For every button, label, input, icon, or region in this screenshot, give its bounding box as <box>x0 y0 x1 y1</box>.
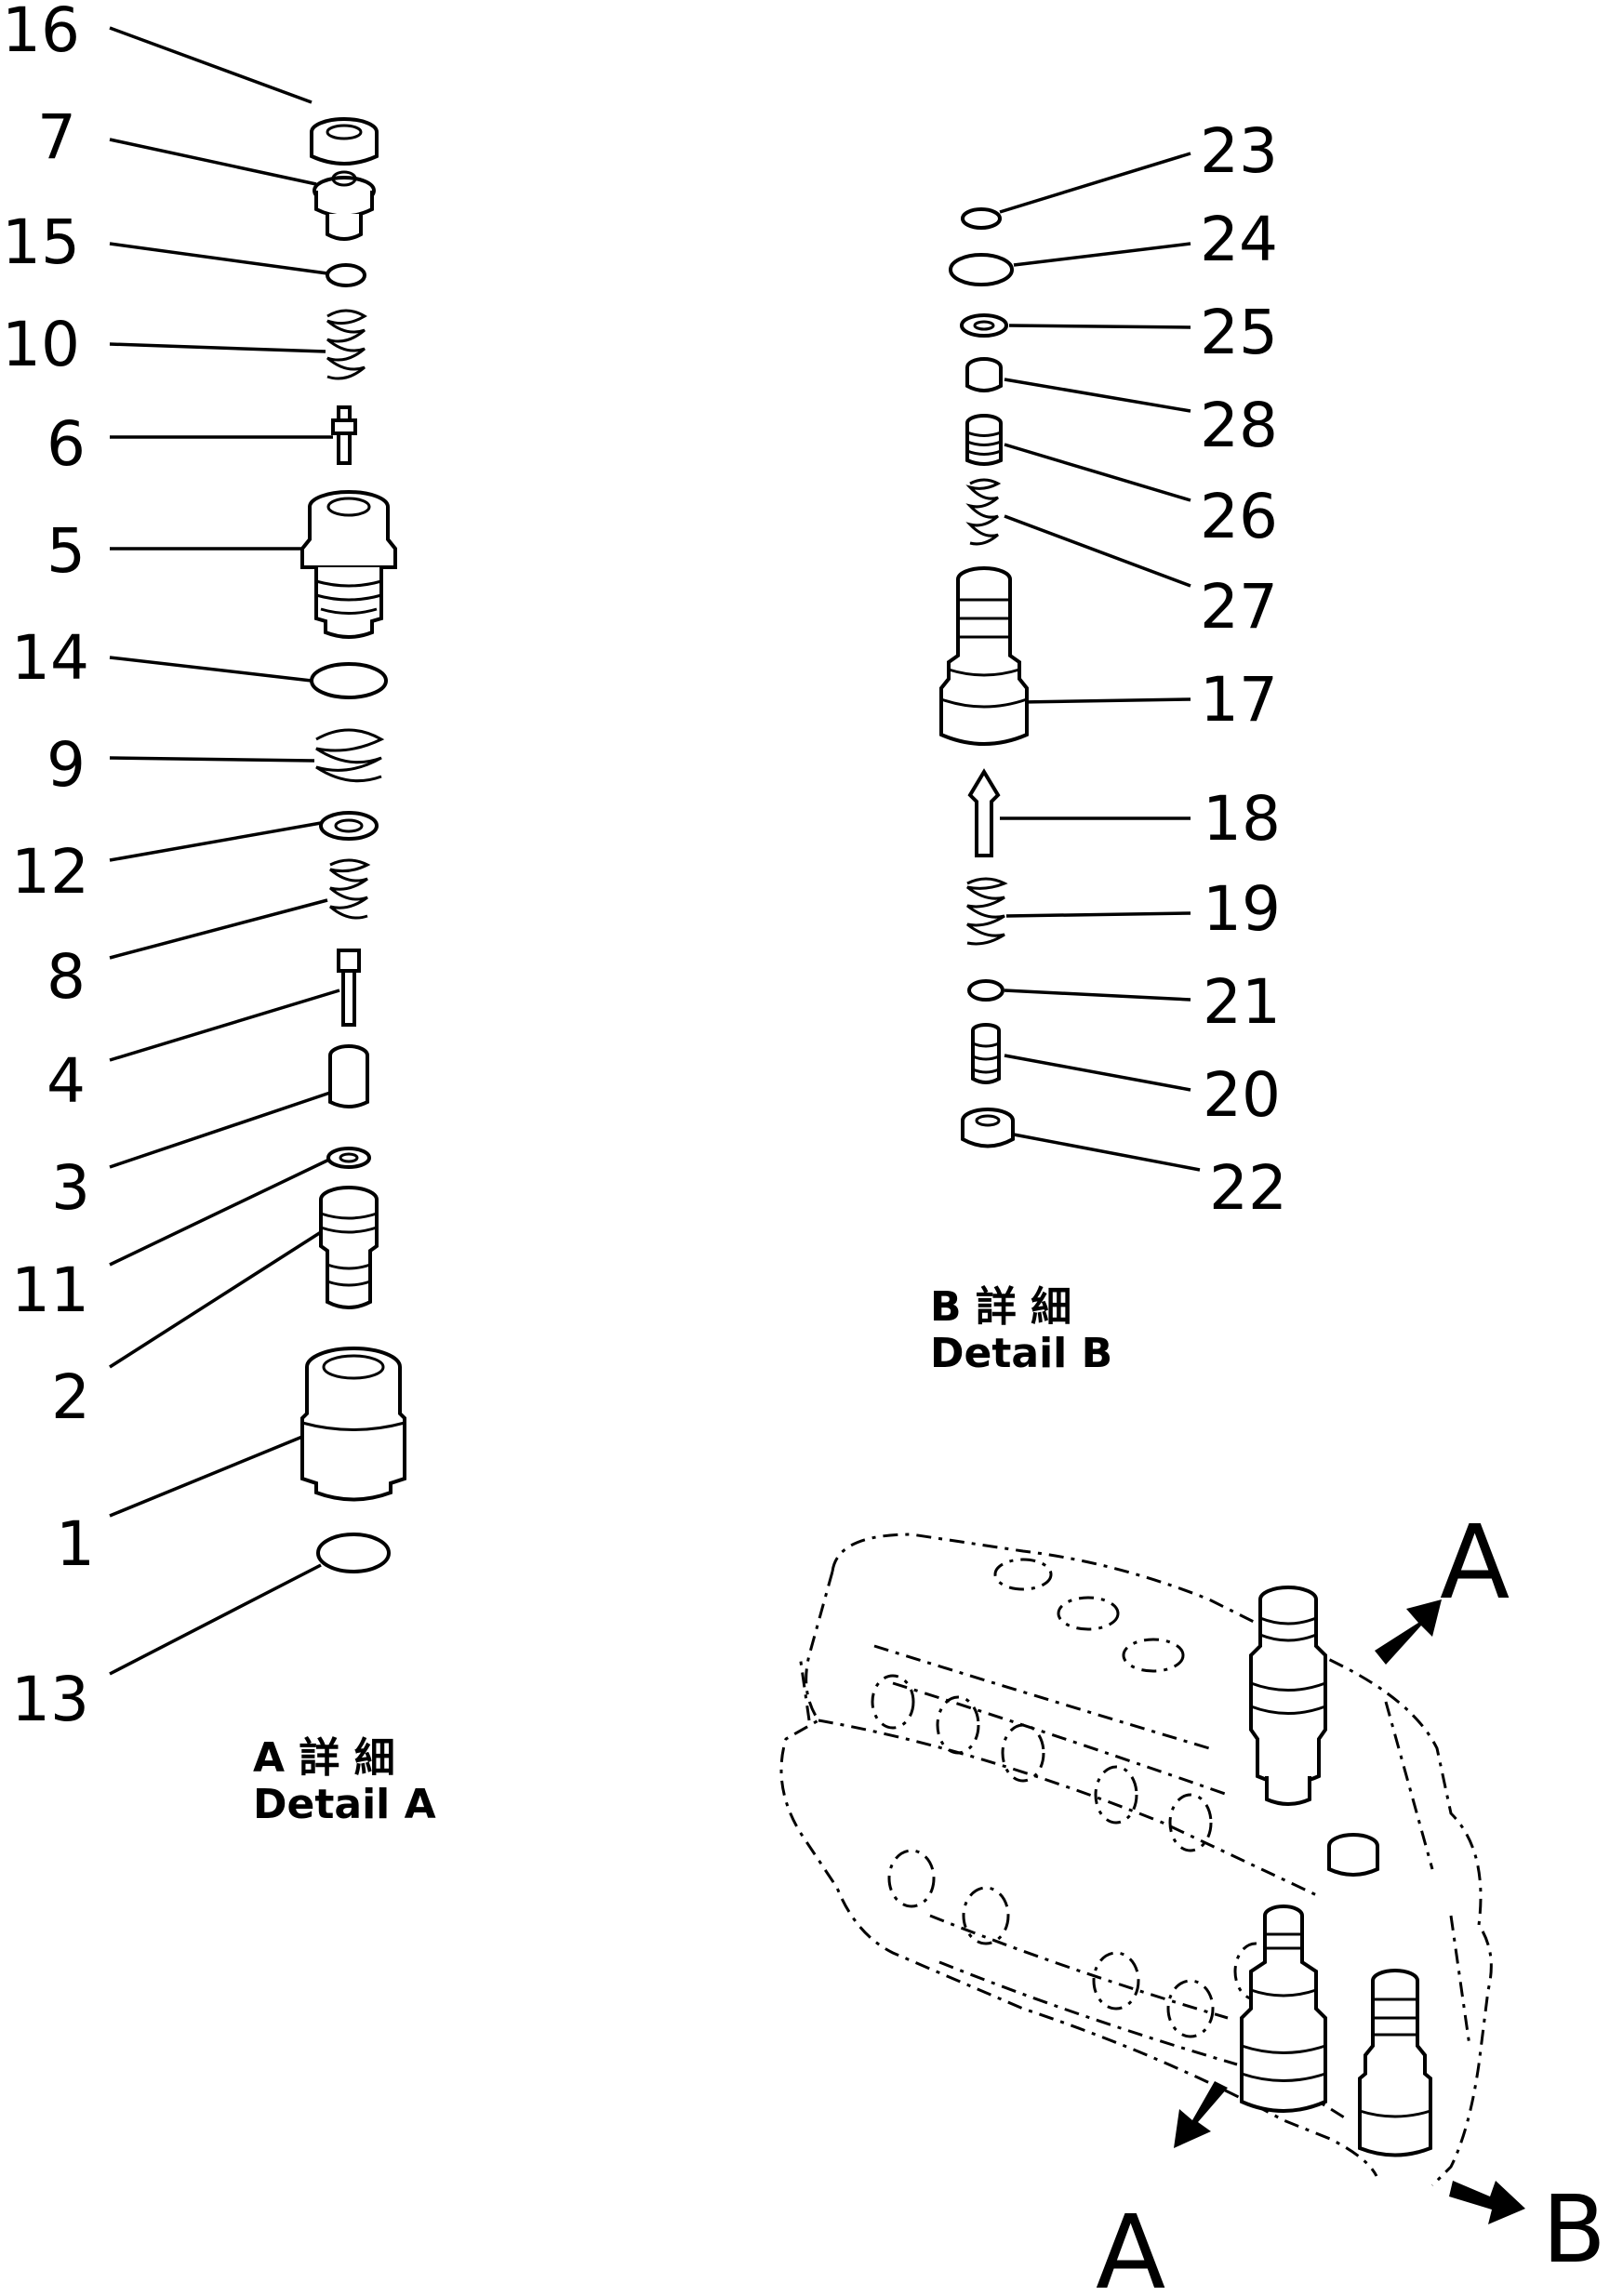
part-a-7: 7 <box>37 101 376 241</box>
part-b-18: 18 <box>967 768 1281 857</box>
part-number-21: 21 <box>1203 966 1281 1038</box>
part-b-17: 17 <box>939 566 1278 746</box>
part-b-22: 22 <box>961 1108 1287 1224</box>
part-b-20: 20 <box>971 1023 1281 1131</box>
part-b-28: 28 <box>965 357 1278 461</box>
part-number-22: 22 <box>1209 1152 1287 1224</box>
block-plug <box>1327 1833 1379 1877</box>
part-number-26: 26 <box>1200 481 1278 552</box>
part-number-20: 20 <box>1203 1059 1281 1131</box>
part-b-21: 21 <box>967 966 1281 1038</box>
arrow-a-top-label: A <box>1440 1503 1510 1622</box>
part-b-26: 26 <box>965 414 1278 552</box>
detail-b-title-jp: B 詳 細 <box>930 1283 1071 1331</box>
part-number-16: 16 <box>2 0 80 66</box>
arrow-a-bottom-label: A <box>1096 2193 1165 2296</box>
part-number-13: 13 <box>11 1664 89 1735</box>
detail-a-title-en: Detail A <box>253 1781 436 1828</box>
part-number-5: 5 <box>47 515 86 587</box>
part-a-2: 2 <box>51 1186 379 1433</box>
part-b-24: 24 <box>949 204 1278 286</box>
part-number-25: 25 <box>1200 297 1278 368</box>
part-number-3: 3 <box>51 1152 90 1224</box>
arrow-a-bottom: A <box>1096 2081 1228 2296</box>
valve-block-outline <box>779 1533 1493 2187</box>
part-b-19: 19 <box>966 873 1281 946</box>
part-b-25: 25 <box>960 297 1278 368</box>
part-a-1: 1 <box>56 1347 406 1580</box>
detail-b-title-en: Detail B <box>930 1330 1112 1377</box>
part-number-7: 7 <box>37 101 76 173</box>
part-number-4: 4 <box>47 1045 86 1117</box>
part-number-11: 11 <box>11 1254 89 1326</box>
part-a-12: 12 <box>11 811 379 908</box>
part-number-19: 19 <box>1203 873 1281 945</box>
installed-valve-b <box>1358 1969 1432 2157</box>
part-a-13: 13 <box>11 1533 391 1735</box>
part-a-6: 6 <box>47 405 357 480</box>
part-a-3: 3 <box>51 1044 369 1224</box>
detail-a: 16 7 15 10 6 <box>2 0 436 1828</box>
part-number-23: 23 <box>1200 115 1278 187</box>
arrow-b-label: B <box>1542 2175 1606 2284</box>
valve-assembly-view: A A B <box>779 1503 1606 2296</box>
part-b-27: 27 <box>965 478 1278 643</box>
part-number-1: 1 <box>56 1508 95 1580</box>
installed-valve-a-lower <box>1240 1904 1327 2113</box>
part-a-11: 11 <box>11 1147 371 1326</box>
part-a-15: 15 <box>2 206 366 287</box>
part-number-18: 18 <box>1203 783 1281 855</box>
part-number-8: 8 <box>47 941 86 1013</box>
part-a-14: 14 <box>11 622 388 699</box>
part-a-10: 10 <box>2 309 367 380</box>
part-number-12: 12 <box>11 836 89 908</box>
part-number-2: 2 <box>51 1361 90 1433</box>
part-number-24: 24 <box>1200 204 1278 275</box>
arrow-a-top: A <box>1375 1503 1510 1665</box>
detail-a-title-jp: A 詳 細 <box>253 1734 395 1782</box>
part-number-27: 27 <box>1200 571 1278 643</box>
part-number-9: 9 <box>47 729 86 801</box>
part-number-28: 28 <box>1200 390 1278 461</box>
arrow-b: B <box>1449 2175 1606 2284</box>
part-a-4: 4 <box>47 949 361 1117</box>
part-number-6: 6 <box>47 408 86 480</box>
part-a-16: 16 <box>2 0 379 166</box>
part-number-17: 17 <box>1200 664 1278 736</box>
part-b-23: 23 <box>961 115 1278 230</box>
part-number-15: 15 <box>2 206 80 278</box>
installed-valve-a-upper <box>1249 1586 1327 1806</box>
part-a-5: 5 <box>47 490 397 639</box>
part-number-14: 14 <box>11 622 89 694</box>
part-a-8: 8 <box>47 858 371 1013</box>
part-number-10: 10 <box>2 309 80 380</box>
part-a-9: 9 <box>47 728 385 801</box>
detail-b: 23 24 25 28 26 27 <box>930 115 1287 1377</box>
